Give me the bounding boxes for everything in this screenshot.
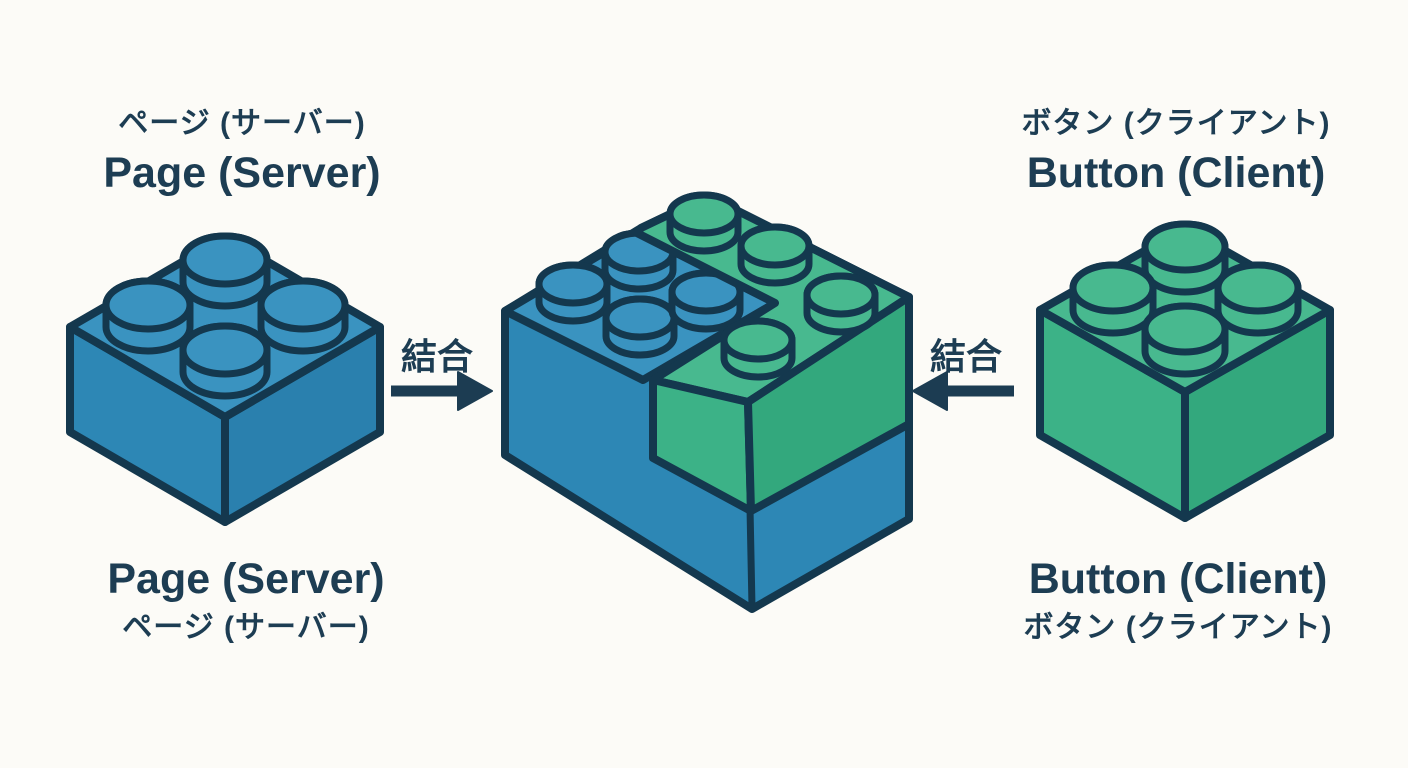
button-client-top-label: ボタン (クライアント) Button (Client) xyxy=(1021,102,1330,200)
page-server-top-label-jp: ページ (サーバー) xyxy=(118,107,366,140)
brick-stud xyxy=(668,269,744,333)
join-label-right: 結合 xyxy=(929,336,1003,377)
brick-stud xyxy=(179,322,271,400)
join-arrow-right xyxy=(912,371,1014,411)
brick-stud xyxy=(179,232,271,310)
brick-stud xyxy=(1069,261,1157,337)
brick-stud xyxy=(720,317,796,381)
brick-stud xyxy=(257,277,349,355)
page-server-bottom-label: Page (Server) ページ (サーバー) xyxy=(107,552,384,650)
arrow-left-head xyxy=(912,371,948,411)
page-server-top-label-en: Page (Server) xyxy=(103,149,381,197)
brick-stud xyxy=(1141,220,1229,296)
page-server-top-label: ページ (サーバー) Page (Server) xyxy=(103,102,380,200)
join-arrow-left xyxy=(391,371,493,411)
brick-stud xyxy=(666,191,742,255)
page-server-brick xyxy=(66,232,384,526)
brick-stud xyxy=(737,223,813,287)
button-client-top-label-jp: ボタン (クライアント) xyxy=(1021,107,1331,140)
brick-stud xyxy=(1214,261,1302,337)
button-client-bottom-label: Button (Client) ボタン (クライアント) xyxy=(1023,552,1332,650)
button-client-bottom-label-jp: ボタン (クライアント) xyxy=(1023,611,1333,644)
button-client-top-label-en: Button (Client) xyxy=(1026,149,1326,197)
join-label-left: 結合 xyxy=(400,336,474,377)
page-server-bottom-label-jp: ページ (サーバー) xyxy=(122,611,370,644)
page-server-bottom-label-en: Page (Server) xyxy=(107,555,385,603)
brick-stud xyxy=(602,295,678,359)
brick-stud xyxy=(1141,302,1229,378)
combined-brick xyxy=(501,191,913,613)
combined-brick-front-edge xyxy=(746,504,756,611)
brick-stud xyxy=(102,277,194,355)
button-client-bottom-label-en: Button (Client) xyxy=(1028,555,1328,603)
brick-stud xyxy=(535,261,611,325)
arrow-right-head xyxy=(457,371,493,411)
button-client-brick xyxy=(1036,220,1334,522)
brick-stud xyxy=(803,272,879,336)
